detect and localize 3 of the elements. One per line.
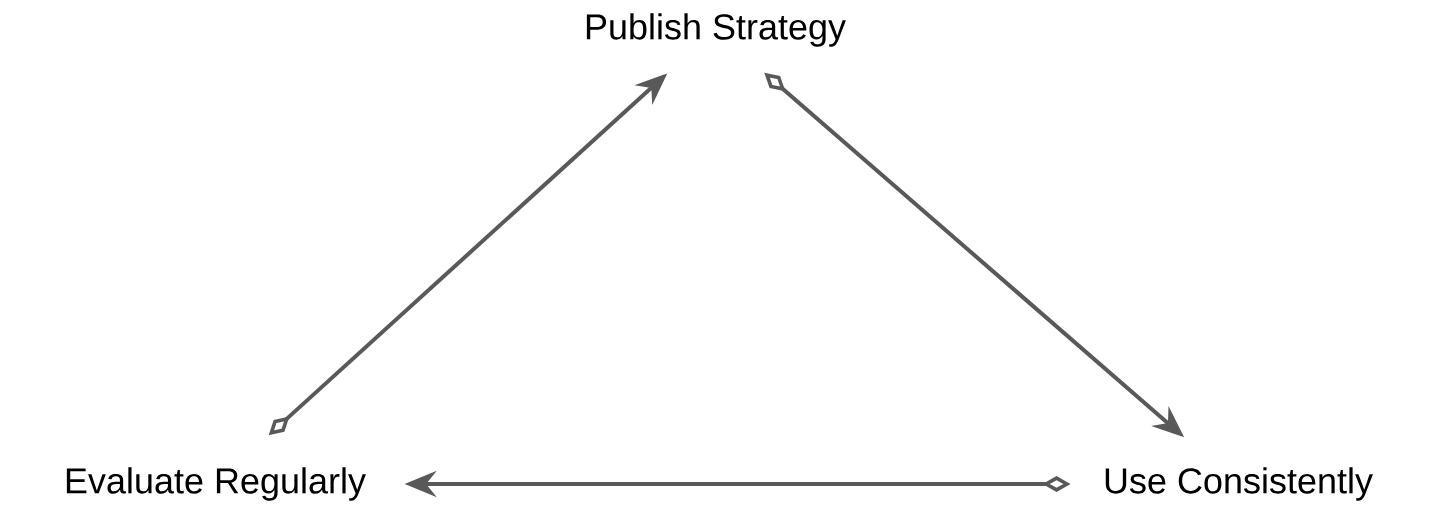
node-label: Publish Strategy xyxy=(586,13,846,47)
node-label: Evaluate Regularly xyxy=(66,467,366,501)
node-label: Use Consistently xyxy=(1105,467,1373,501)
